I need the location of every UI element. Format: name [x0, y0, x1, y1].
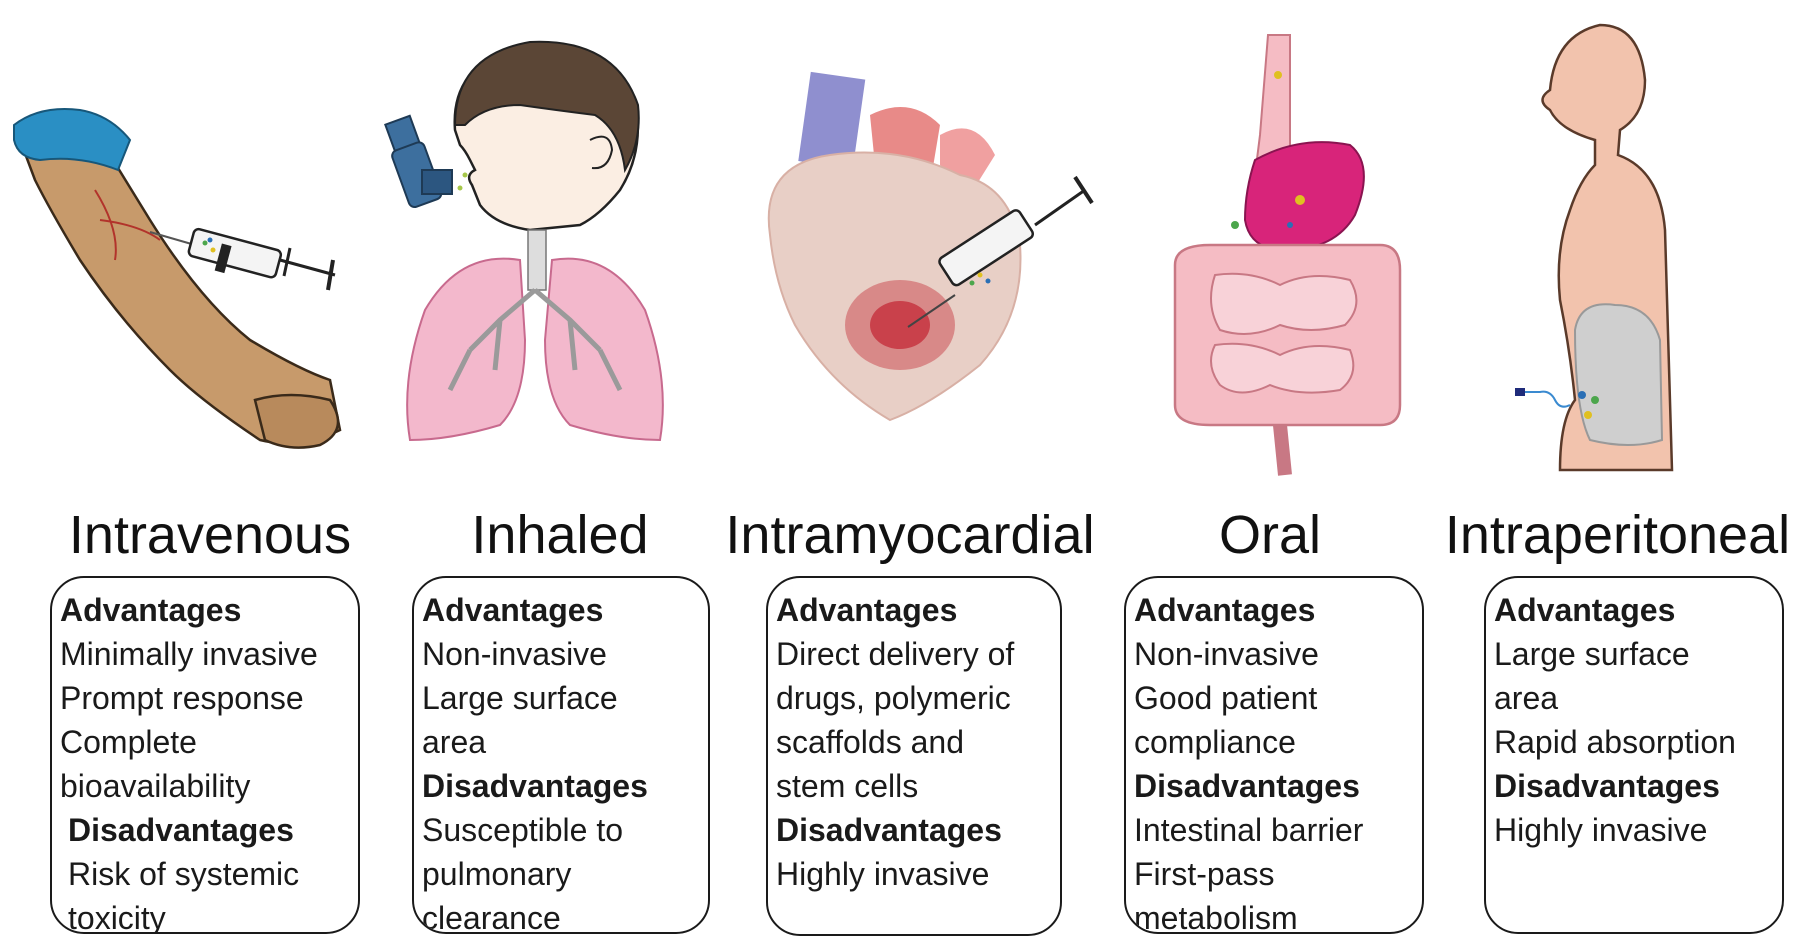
digestive-tract-illustration — [1173, 34, 1402, 476]
inhaler-lungs-illustration — [384, 40, 664, 442]
advantage-item: Good patient — [1134, 680, 1318, 716]
disadvantage-item: Risk of systemic — [68, 856, 300, 892]
disadvantage-item: pulmonary — [422, 856, 572, 892]
advantages-heading: Advantages — [422, 592, 604, 628]
syringe-icon — [149, 227, 336, 291]
lungs-icon — [406, 229, 664, 442]
stomach-icon — [1231, 34, 1365, 252]
route-title-intravenous: Intravenous — [68, 505, 352, 565]
advantages-heading: Advantages — [1494, 592, 1676, 628]
advantage-item: Direct delivery of — [776, 636, 1015, 672]
disadvantage-item: metabolism — [1134, 900, 1298, 934]
advantages-heading: Advantages — [60, 592, 242, 628]
disadvantages-heading: Disadvantages — [68, 812, 294, 848]
advantage-item: area — [422, 724, 487, 760]
advantage-item: drugs, polymeric — [776, 680, 1011, 716]
advantages-heading: Advantages — [1134, 592, 1316, 628]
torso-illustration — [1515, 23, 1674, 472]
advantage-item: area — [1494, 680, 1559, 716]
disadvantages-heading: Disadvantages — [776, 812, 1002, 848]
advantage-item: Non-invasive — [1134, 636, 1319, 672]
disadvantage-item: Highly invasive — [1494, 812, 1708, 848]
advantage-item: Rapid absorption — [1494, 724, 1736, 760]
advantage-item: compliance — [1134, 724, 1296, 760]
route-card-intravenous: Advantages Minimally invasive Prompt res… — [50, 576, 360, 934]
disadvantage-item: Intestinal barrier — [1134, 812, 1364, 848]
route-card-intramyocardial: Advantages Direct delivery of drugs, pol… — [766, 576, 1062, 936]
advantage-item: Complete — [60, 724, 197, 760]
advantage-item: Non-invasive — [422, 636, 607, 672]
route-card-intraperitoneal: Advantages Large surface area Rapid abso… — [1484, 576, 1784, 934]
child-head — [453, 40, 640, 232]
route-card-oral: Advantages Non-invasive Good patient com… — [1124, 576, 1424, 934]
disadvantage-item: First-pass — [1134, 856, 1275, 892]
advantage-item: Large surface — [422, 680, 618, 716]
disadvantage-item: toxicity — [68, 900, 166, 934]
route-card-inhaled: Advantages Non-invasive Large surface ar… — [412, 576, 710, 934]
peritoneum-region — [1573, 303, 1664, 446]
arm — [18, 135, 342, 449]
advantages-heading: Advantages — [776, 592, 958, 628]
advantage-item: Minimally invasive — [60, 636, 318, 672]
disadvantage-item: Highly invasive — [776, 856, 990, 892]
glove-cuff — [13, 108, 132, 172]
route-title-intramyocardial: Intramyocardial — [725, 505, 1095, 565]
disadvantages-heading: Disadvantages — [422, 768, 648, 804]
disadvantage-item: clearance — [422, 900, 561, 934]
advantage-item: scaffolds and — [776, 724, 964, 760]
inhaler-icon — [384, 114, 475, 209]
advantage-item: Prompt response — [60, 680, 304, 716]
route-title-oral: Oral — [1218, 505, 1321, 565]
heart-injection-illustration — [767, 71, 1094, 422]
disadvantages-heading: Disadvantages — [1494, 768, 1720, 804]
route-title-inhaled: Inhaled — [471, 505, 649, 565]
arm-injection-illustration — [13, 108, 342, 449]
disadvantage-item: Susceptible to — [422, 812, 624, 848]
advantage-item: bioavailability — [60, 768, 251, 804]
advantage-item: stem cells — [776, 768, 919, 804]
intestines-icon — [1173, 243, 1402, 476]
syringe-icon — [907, 175, 1094, 328]
route-title-intraperitoneal: Intraperitoneal — [1444, 505, 1791, 565]
advantage-item: Large surface — [1494, 636, 1690, 672]
disadvantages-heading: Disadvantages — [1134, 768, 1360, 804]
catheter-icon — [1515, 388, 1599, 419]
heart-icon — [767, 71, 1022, 422]
